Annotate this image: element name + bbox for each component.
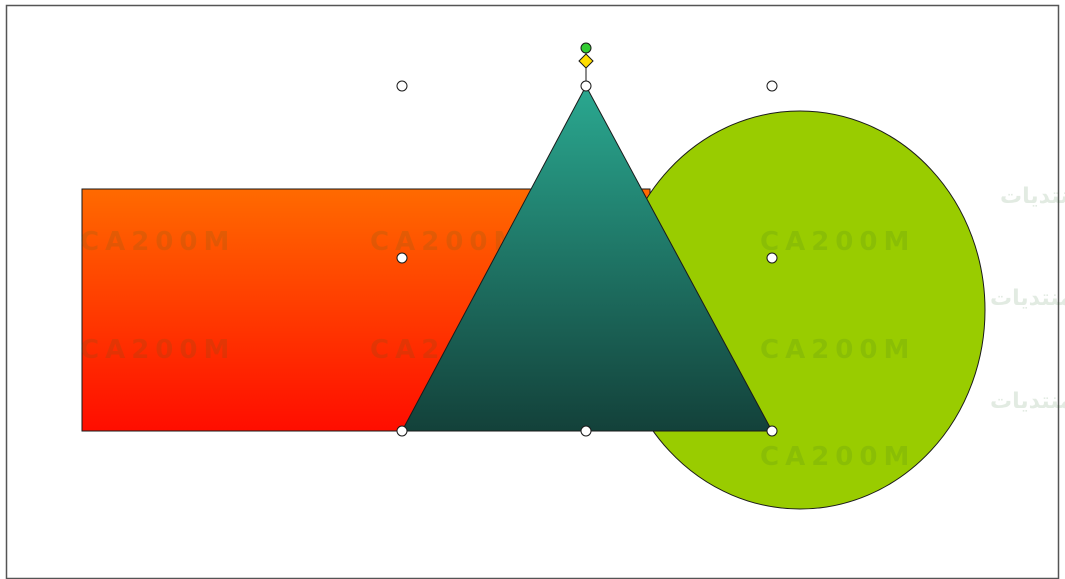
resize-handle-middle-right-icon[interactable] <box>766 252 778 264</box>
resize-handle-middle-left-icon[interactable] <box>396 252 408 264</box>
watermark-line: عمل منتديات المشاغب فريق عمل منتديات الم… <box>1000 184 1065 209</box>
adjust-handle-icon[interactable] <box>578 53 594 69</box>
watermark-line: CA200M <box>760 442 915 472</box>
resize-handle-top-center-icon[interactable] <box>580 80 592 92</box>
watermark-line: CA200M <box>370 227 525 257</box>
resize-handle-bottom-left-icon[interactable] <box>396 425 408 437</box>
watermark-line: CA200M <box>80 227 235 257</box>
watermark-line: عمل منتديات المشاغب فريق عمل منتديات الم… <box>990 286 1065 311</box>
resize-handle-bottom-center-icon[interactable] <box>580 425 592 437</box>
watermark-line: CA200M <box>760 227 915 257</box>
resize-handle-top-right-icon[interactable] <box>766 80 778 92</box>
resize-handle-top-left-icon[interactable] <box>396 80 408 92</box>
rotation-handle-icon[interactable] <box>580 42 592 54</box>
watermark-line: CA200M <box>80 335 235 365</box>
watermark-line: CA200M <box>760 335 915 365</box>
selection-handles <box>396 80 778 437</box>
resize-handle-bottom-right-icon[interactable] <box>766 425 778 437</box>
watermark-line: عمل منتديات المشاغب فريق عمل منتديات الم… <box>990 389 1065 414</box>
